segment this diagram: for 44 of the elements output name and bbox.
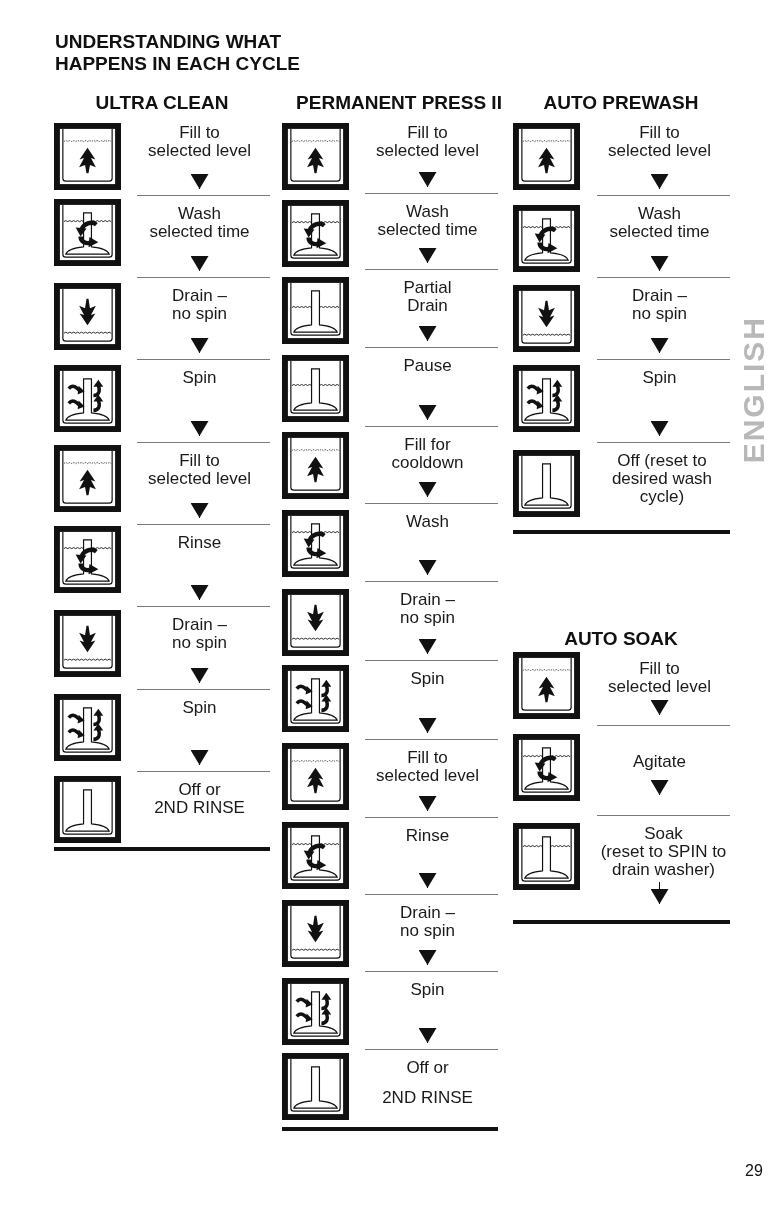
flow-arrow [418,325,437,342]
flow-arrow [650,779,669,796]
flow-arrow [650,420,669,437]
cycle-step: Fill to selected level [137,124,270,174]
flow-arrow [190,667,209,684]
flow-arrow [650,881,669,905]
flow-arrow [418,949,437,966]
flow-arrow [190,420,209,437]
flow-arrow [418,481,437,498]
cycle-heading: AUTO SOAK [563,628,679,650]
page-number: 29 [745,1162,763,1180]
cycle-step: Fill to selected level [597,124,730,174]
flow-arrow [650,699,669,716]
flow-arrow [190,502,209,519]
flow-arrow [418,872,437,889]
flow-arrow [190,173,209,190]
page-title: UNDERSTANDING WHAT HAPPENS IN EACH CYCLE [55,31,301,75]
step-label: Off or [405,1059,450,1077]
flow-arrow [418,717,437,734]
step-label: (reset to SPIN to drain washer) [599,843,728,879]
flow-arrow [418,1027,437,1044]
flow-arrow [190,584,209,601]
cycle-heading: ULTRA CLEAN [94,92,230,114]
cycle-heading: AUTO PREWASH [542,92,700,114]
step-label: Soak [643,825,684,843]
cycle-step: Fill to selected level [365,124,498,172]
flow-arrow [650,173,669,190]
flow-arrow [418,559,437,576]
language-label: ENGLISH [739,316,769,464]
flow-arrow [190,255,209,272]
flow-arrow [418,795,437,812]
flow-arrow [418,638,437,655]
flow-arrow [650,337,669,354]
flow-arrow [418,247,437,264]
flow-arrow [190,749,209,766]
flow-arrow [190,337,209,354]
step-label: Off or [177,781,222,799]
step-label: 2ND RINSE [153,799,246,817]
cycle-step: Fill to selected level [597,660,730,700]
flow-arrow [418,171,437,188]
flow-arrow [418,404,437,421]
flow-arrow [650,255,669,272]
step-label: 2ND RINSE [381,1089,474,1107]
cycle-heading: PERMANENT PRESS II [295,92,503,114]
